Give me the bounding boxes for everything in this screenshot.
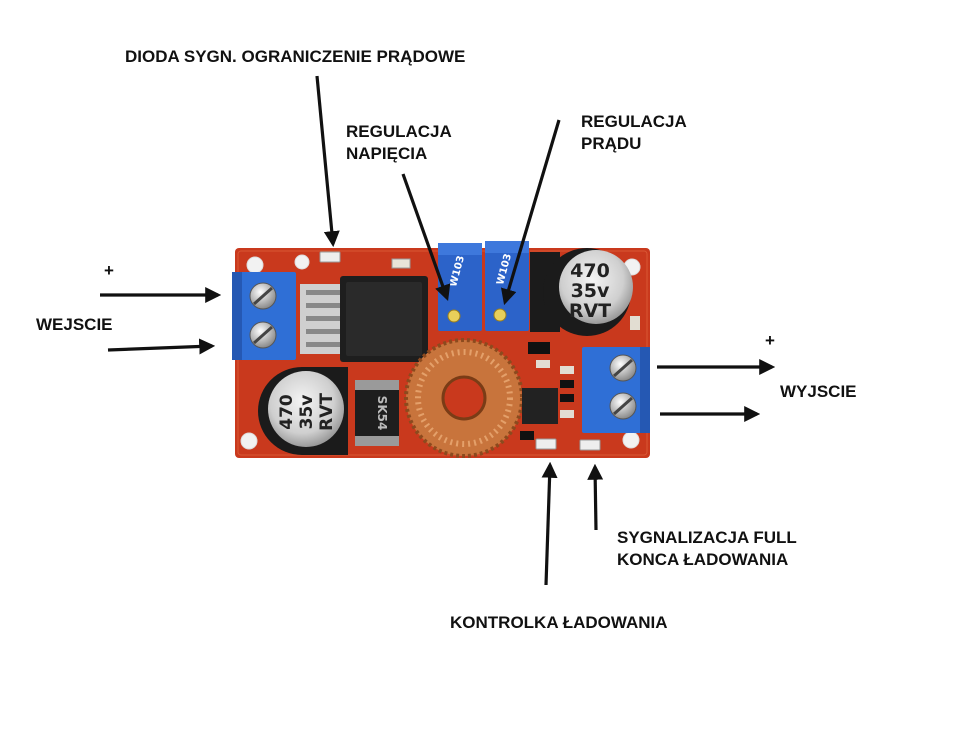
current-potentiometer: W103 <box>485 241 529 331</box>
full-charge-led <box>579 439 601 451</box>
current-limit-led <box>319 251 341 263</box>
label-full-charge-1: SYGNALIZACJA FULL <box>617 528 797 547</box>
output-terminal-block <box>582 347 650 433</box>
label-input-plus: + <box>104 261 114 280</box>
label-current-limit-led: DIODA SYGN. OGRANICZENIE PRĄDOWE <box>125 47 465 66</box>
cap-voltage: 35v <box>297 395 317 430</box>
label-current-adj-2: PRĄDU <box>581 134 641 153</box>
label-output: WYJSCIE <box>780 382 857 401</box>
arrow-current-adj <box>500 119 561 306</box>
arrow-voltage-adj <box>401 173 451 302</box>
voltage-potentiometer: W103 <box>438 243 482 331</box>
arrow-charging-led <box>541 461 558 586</box>
label-voltage-adj-2: NAPIĘCIA <box>346 144 427 163</box>
cap-value: 470 <box>277 394 297 430</box>
mounting-hole <box>622 431 640 449</box>
arrow-input-minus <box>107 338 216 355</box>
cap-value: 470 <box>570 260 610 282</box>
output-capacitor: 470 35v RVT <box>530 248 633 336</box>
diode-code: SK54 <box>375 396 389 431</box>
cap-brand: RVT <box>569 300 611 322</box>
input-capacitor: 470 35v RVT <box>258 367 348 455</box>
label-output-plus: + <box>765 331 775 350</box>
cap-brand: RVT <box>317 393 337 431</box>
label-current-adj-1: REGULACJA <box>581 112 687 131</box>
mounting-hole <box>240 432 258 450</box>
smd-component <box>391 258 411 269</box>
arrow-full-led <box>587 463 604 531</box>
schottky-diode: SK54 <box>355 380 399 446</box>
input-terminal-block <box>232 272 296 360</box>
label-charging-led: KONTROLKA ŁADOWANIA <box>450 613 668 632</box>
annotation-arrows <box>100 75 776 586</box>
cap-voltage: 35v <box>571 280 610 302</box>
smd-parts <box>520 316 640 440</box>
arrow-current-limit <box>315 75 340 248</box>
mounting-hole <box>246 256 264 274</box>
label-voltage-adj-1: REGULACJA <box>346 122 452 141</box>
regulator-ic <box>300 276 428 362</box>
mounting-hole <box>294 254 310 270</box>
charging-led <box>535 438 557 450</box>
toroidal-inductor <box>404 338 524 458</box>
label-input: WEJSCIE <box>36 315 113 334</box>
label-full-charge-2: KONCA ŁADOWANIA <box>617 550 788 569</box>
